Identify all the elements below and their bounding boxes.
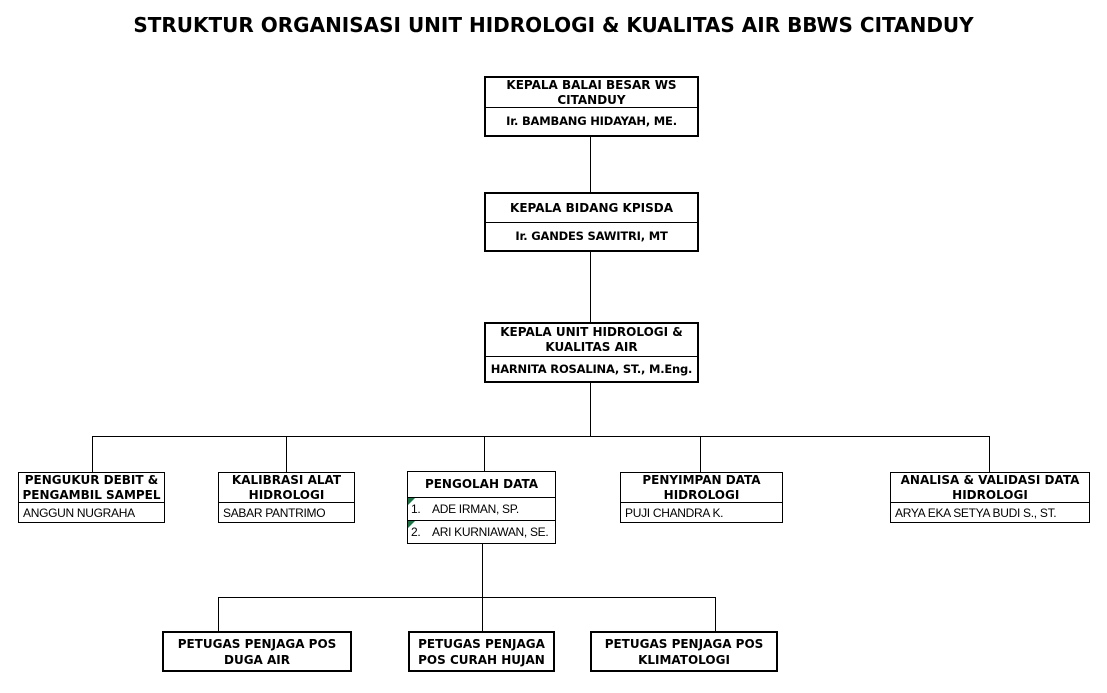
connector-drop-pengolah <box>484 436 485 472</box>
connector-drop-duga-air <box>218 597 219 631</box>
node-kepala-balai-besar: KEPALA BALAI BESAR WS CITANDUY Ir. BAMBA… <box>484 76 699 137</box>
node-name: ANGGUN NUGRAHA <box>23 505 135 520</box>
node-title: PENGUKUR DEBIT & PENGAMBIL SAMPEL <box>19 473 164 503</box>
connector-l3-trunk <box>590 383 591 436</box>
chart-title: STRUKTUR ORGANISASI UNIT HIDROLOGI & KUA… <box>133 13 974 37</box>
connector-drop-klimatologi <box>715 597 716 631</box>
node-kalibrasi-alat: KALIBRASI ALAT HIDROLOGI SABAR PANTRIMO <box>218 472 355 523</box>
node-pengukur-debit: PENGUKUR DEBIT & PENGAMBIL SAMPEL ANGGUN… <box>18 472 165 523</box>
node-title: KALIBRASI ALAT HIDROLOGI <box>219 473 354 503</box>
node-title: PETUGAS PENJAGA POS DUGA AIR <box>177 636 337 667</box>
node-title: PETUGAS PENJAGA POS CURAH HUJAN <box>418 636 545 667</box>
node-name: Ir. GANDES SAWITRI, MT <box>515 229 668 243</box>
node-kepala-bidang-kpisda: KEPALA BIDANG KPISDA Ir. GANDES SAWITRI,… <box>484 192 699 252</box>
connector-drop-kalibrasi <box>286 436 287 472</box>
connector-drop-penyimpan <box>700 436 701 472</box>
cell-flag-icon <box>408 498 415 505</box>
member-row: 1. ADE IRMAN, SP. <box>408 498 555 521</box>
member-name: ADE IRMAN, SP. <box>432 502 519 516</box>
node-title: PENYIMPAN DATA HIDROLOGI <box>621 473 782 503</box>
connector-l1-l2 <box>590 137 591 192</box>
node-title: KEPALA BALAI BESAR WS CITANDUY <box>486 78 697 108</box>
node-title: PENGOLAH DATA <box>408 472 555 498</box>
node-analisa-validasi: ANALISA & VALIDASI DATA HIDROLOGI ARYA E… <box>890 472 1090 523</box>
node-kepala-unit-hidrologi: KEPALA UNIT HIDROLOGI & KUALITAS AIR HAR… <box>484 322 699 383</box>
node-name: ARYA EKA SETYA BUDI S., ST. <box>895 505 1057 520</box>
connector-row4-rail <box>92 436 989 437</box>
node-title: KEPALA UNIT HIDROLOGI & KUALITAS AIR <box>486 324 697 357</box>
member-name: ARI KURNIAWAN, SE. <box>432 525 549 539</box>
node-title: PETUGAS PENJAGA POS KLIMATOLOGI <box>604 636 764 667</box>
node-title: ANALISA & VALIDASI DATA HIDROLOGI <box>891 473 1089 503</box>
node-pengolah-data: PENGOLAH DATA 1. ADE IRMAN, SP. 2. ARI K… <box>407 471 556 544</box>
cell-flag-icon <box>408 521 415 528</box>
node-name: PUJI CHANDRA K. <box>625 505 724 520</box>
connector-pengolah-trunk <box>482 544 483 597</box>
node-pos-klimatologi: PETUGAS PENJAGA POS KLIMATOLOGI <box>590 631 778 672</box>
node-name: HARNITA ROSALINA, ST., M.Eng. <box>490 361 693 376</box>
connector-drop-analisa <box>989 436 990 472</box>
node-name: SABAR PANTRIMO <box>223 505 326 520</box>
node-title: KEPALA BIDANG KPISDA <box>486 194 697 223</box>
connector-row5-rail <box>218 597 715 598</box>
connector-drop-curah-hujan <box>482 597 483 631</box>
node-pos-curah-hujan: PETUGAS PENJAGA POS CURAH HUJAN <box>408 631 555 672</box>
member-number: 2. <box>411 525 421 539</box>
node-name: Ir. BAMBANG HIDAYAH, ME. <box>506 114 677 128</box>
connector-l2-l3 <box>590 252 591 322</box>
node-pos-duga-air: PETUGAS PENJAGA POS DUGA AIR <box>162 631 352 672</box>
node-penyimpan-data: PENYIMPAN DATA HIDROLOGI PUJI CHANDRA K. <box>620 472 783 523</box>
member-number: 1. <box>411 502 421 516</box>
connector-drop-pengukur <box>92 436 93 472</box>
member-row: 2. ARI KURNIAWAN, SE. <box>408 521 555 543</box>
